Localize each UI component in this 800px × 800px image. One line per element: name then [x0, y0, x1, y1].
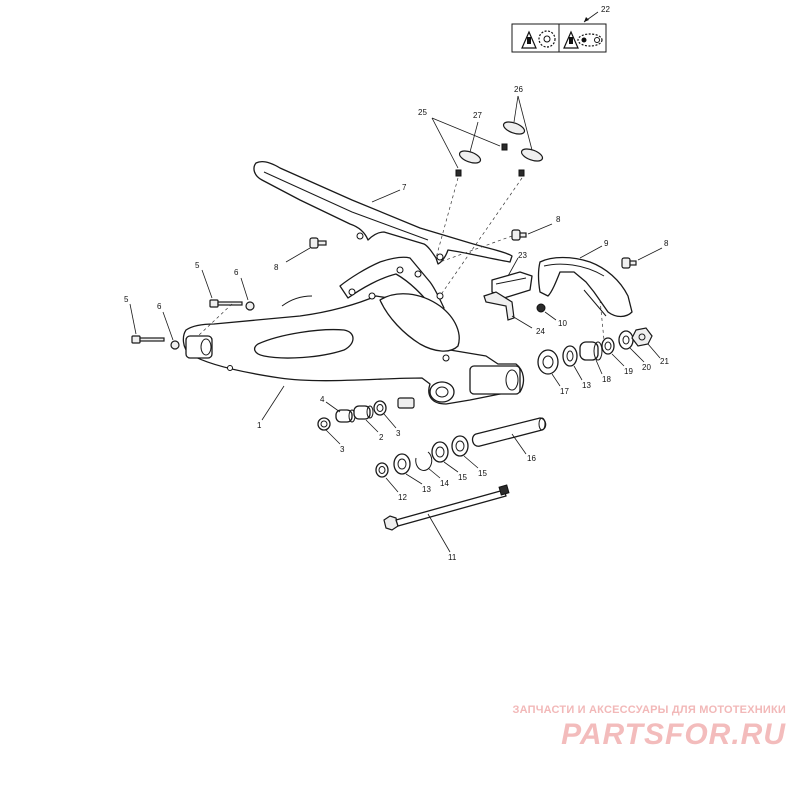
callout-14: 14: [440, 479, 449, 488]
callout-18: 18: [602, 375, 611, 384]
sleeve-16: [471, 417, 547, 447]
seal-13-right: [562, 345, 578, 367]
callout-1: 1: [257, 421, 262, 430]
warning-triangle-icon: [563, 30, 579, 49]
callout-24: 24: [536, 327, 545, 336]
chain-slider-23: [491, 271, 533, 299]
callout-17: 17: [560, 387, 569, 396]
callout-15a: 15: [458, 473, 467, 482]
callout-4: 4: [320, 395, 325, 404]
callout-3b: 3: [340, 445, 345, 454]
nut-21: [631, 327, 653, 347]
bushing-4: [335, 409, 356, 423]
bushing-17: [537, 349, 559, 375]
callout-10: 10: [558, 319, 567, 328]
screw-25b: [501, 143, 508, 151]
washer-19: [601, 337, 615, 355]
watermark-tagline: ЗАПЧАСТИ И АКСЕССУАРЫ ДЛЯ МОТОТЕХНИКИ: [512, 704, 786, 716]
callout-22: 22: [601, 5, 610, 14]
circlip-14: [415, 451, 433, 471]
nut-left-upper: [245, 301, 255, 311]
callout-5b: 5: [195, 261, 200, 270]
cover-cap-26a: [502, 121, 526, 135]
callout-23: 23: [518, 251, 527, 260]
callout-8b: 8: [556, 215, 561, 224]
callout-27: 27: [473, 111, 482, 120]
callout-20: 20: [642, 363, 651, 372]
screw-25a: [455, 169, 462, 177]
nut-10: [536, 303, 546, 313]
bolt-left-upper: [209, 299, 243, 308]
callout-5a: 5: [124, 295, 129, 304]
warning-symbols-box: [511, 23, 607, 53]
callout-3a: 3: [396, 429, 401, 438]
chain-guard-top: [253, 161, 513, 265]
cover-cap-26b: [520, 148, 544, 162]
watermark: ЗАПЧАСТИ И АКСЕССУАРЫ ДЛЯ МОТОТЕХНИКИ PA…: [466, 704, 786, 752]
bearing-15b: [451, 435, 469, 457]
bearing-15a: [431, 441, 449, 463]
cover-cap-27: [458, 150, 482, 164]
callout-7: 7: [402, 183, 407, 192]
warning-triangle-icon: [521, 30, 537, 49]
callout-25: 25: [418, 108, 427, 117]
bolt-8-middle: [511, 229, 527, 241]
watermark-logo: PARTSFOR.RU: [561, 718, 786, 751]
washer-12: [375, 462, 389, 478]
gear-sprocket-icon: [538, 30, 556, 48]
bracket-24: [483, 291, 515, 321]
washer-3-upper: [373, 400, 387, 416]
callout-2: 2: [379, 433, 384, 442]
seal-13-left: [393, 453, 411, 475]
callout-9: 9: [604, 239, 609, 248]
chain-guard-rear: [537, 256, 633, 318]
callout-8c: 8: [664, 239, 669, 248]
bolt-left-front: [131, 335, 165, 344]
callout-8a: 8: [274, 263, 279, 272]
spacer-2: [353, 405, 374, 420]
swingarm: [182, 256, 525, 409]
spindle-11: [383, 484, 510, 531]
callout-6a: 6: [157, 302, 162, 311]
callout-12: 12: [398, 493, 407, 502]
callout-6b: 6: [234, 268, 239, 277]
spacer-18: [579, 341, 603, 361]
callout-26: 26: [514, 85, 523, 94]
callout-19: 19: [624, 367, 633, 376]
callout-13b: 13: [582, 381, 591, 390]
washer-20: [618, 330, 634, 350]
callout-15b: 15: [478, 469, 487, 478]
callout-11: 11: [448, 553, 457, 562]
bolt-8-right: [621, 257, 637, 269]
screw-25c: [518, 169, 525, 177]
bolt-8-left: [309, 237, 327, 249]
chain-drive-icon: [577, 33, 603, 47]
callout-13a: 13: [422, 485, 431, 494]
callout-21: 21: [660, 357, 669, 366]
nut-left-front: [170, 340, 180, 350]
callout-16: 16: [527, 454, 536, 463]
washer-3-lower: [317, 417, 331, 431]
